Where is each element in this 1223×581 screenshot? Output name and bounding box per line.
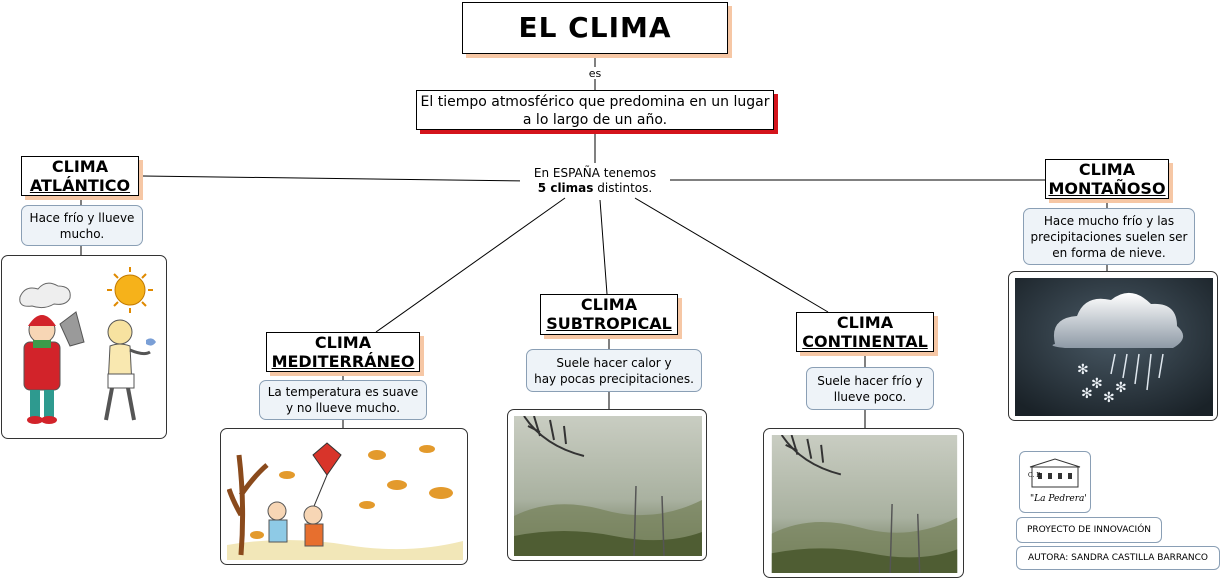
climate-montanoso-desc1: Hace mucho frío y las [1043,213,1175,228]
climate-subtropical-desc1: Suele hacer calor y [556,355,672,370]
climate-montanoso-name1: CLIMA [1078,160,1136,179]
climate-mediterraneo-name1: CLIMA [314,333,372,352]
svg-text:✻: ✻ [1081,386,1093,402]
climate-subtropical-header: CLIMA SUBTROPICAL [540,294,678,335]
climate-mediterraneo-header: CLIMA MEDITERRÁNEO [266,332,420,372]
climate-subtropical-name2: SUBTROPICAL [546,314,672,333]
climate-continental-name2: CONTINENTAL [802,332,928,351]
project-label: PROYECTO DE INNOVACIÓN [1016,517,1162,543]
climate-mediterraneo-desc: La temperatura es suave y no llueve much… [259,380,427,420]
climate-continental-header: CLIMA CONTINENTAL [796,312,934,352]
foggy-forest-photo [514,416,702,556]
climate-montanoso-desc: Hace mucho frío y las precipitaciones su… [1023,208,1195,265]
logo-line-1: C. P. [1028,472,1041,479]
climate-atlantico-name2: ATLÁNTICO [29,176,131,195]
climate-atlantico-desc2: mucho. [59,226,105,241]
climate-atlantico-desc: Hace frío y llueve mucho. [21,205,143,246]
climate-montanoso-desc3: en forma de nieve. [1052,245,1166,260]
climate-atlantico-name1: CLIMA [51,157,109,176]
autumn-kids-illustration [227,435,463,560]
climate-subtropical-desc2: hay pocas precipitaciones. [534,371,694,386]
cold-warm-kids-illustration [8,262,162,434]
climate-mediterraneo-desc2: y no llueve mucho. [285,401,401,415]
spain-line-2: 5 climas distintos. [520,181,670,196]
school-building-icon: C. P. "La Pedrera" [1028,458,1086,504]
climate-subtropical-desc: Suele hacer calor y hay pocas precipitac… [526,349,702,392]
climate-subtropical-name1: CLIMA [580,295,638,314]
map-title: EL CLIMA [462,2,728,54]
spain-bold: 5 climas [537,181,594,195]
spain-line-1: En ESPAÑA tenemos [533,166,657,180]
climate-atlantico-desc1: Hace frío y llueve [29,210,135,225]
montanoso-image: ✻✻✻ ✻✻ [1008,271,1218,421]
atlantico-image [1,255,167,439]
logo-line-2: "La Pedrera" [1030,494,1086,504]
climate-montanoso-name2: MONTAÑOSO [1048,179,1166,198]
continental-image [763,428,964,578]
definition-line-2: a lo largo de un año. [522,112,668,128]
climate-montanoso-desc2: precipitaciones suelen ser [1030,229,1188,244]
climate-mediterraneo-name2: MEDITERRÁNEO [271,352,415,371]
school-logo: C. P. "La Pedrera" [1019,451,1091,513]
climate-continental-desc1: Suele hacer frío y [817,373,923,388]
svg-text:✻: ✻ [1077,362,1089,378]
foggy-forest-photo-2 [771,435,958,573]
spain-rest: distintos. [593,181,653,195]
climate-mediterraneo-desc1: La temperatura es suave [267,385,419,399]
svg-text:✻: ✻ [1103,390,1115,406]
author-label: AUTORA: SANDRA CASTILLA BARRANCO [1016,546,1220,570]
definition-line-1: El tiempo atmosférico que predomina en u… [420,94,770,110]
snow-cloud-icon: ✻✻✻ ✻✻ [1015,278,1213,416]
link-label-es: es [588,67,602,80]
spain-label: En ESPAÑA tenemos 5 climas distintos. [520,166,670,196]
climate-continental-name1: CLIMA [836,313,894,332]
mediterraneo-image [220,428,468,565]
subtropical-image [507,409,707,561]
climate-continental-desc2: llueve poco. [833,389,907,404]
svg-text:✻: ✻ [1115,380,1127,396]
climate-continental-desc: Suele hacer frío y llueve poco. [806,367,934,410]
svg-text:✻: ✻ [1091,376,1103,392]
climate-atlantico-header: CLIMA ATLÁNTICO [21,156,139,196]
climate-montanoso-header: CLIMA MONTAÑOSO [1045,159,1169,199]
definition-box: El tiempo atmosférico que predomina en u… [416,90,774,130]
